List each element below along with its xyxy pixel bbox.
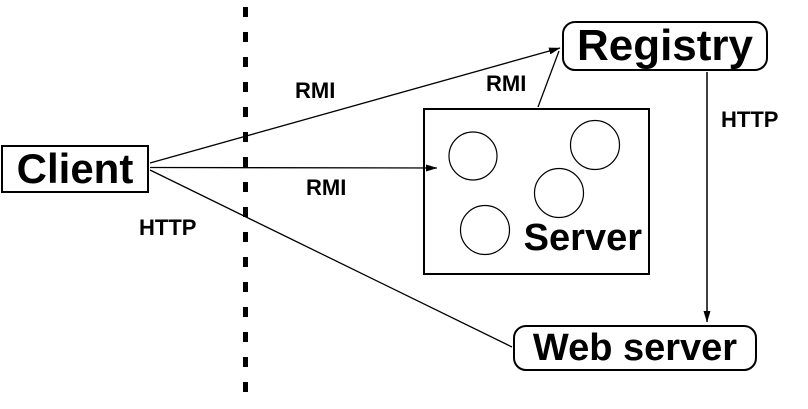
server-node: Server	[423, 108, 650, 275]
web-server-node: Web server	[513, 325, 757, 371]
rmi-label-client-server: RMI	[306, 175, 347, 200]
registry-node-label: Registry	[576, 21, 754, 70]
server-node-label: Server	[523, 217, 642, 259]
http-label-client-webserver: HTTP	[139, 215, 197, 240]
rmi-label-client-registry: RMI	[295, 78, 336, 103]
edge-server-to-registry-line	[537, 50, 560, 108]
rmi-label-server-registry: RMI	[486, 71, 527, 96]
http-label-registry-webserver: HTTP	[721, 107, 779, 132]
web-server-node-label: Web server	[532, 327, 738, 369]
edge-client-to-server-arrow	[149, 164, 438, 172]
registry-node: Registry	[562, 21, 768, 71]
client-node-label: Client	[16, 145, 134, 192]
client-node: Client	[1, 145, 149, 193]
